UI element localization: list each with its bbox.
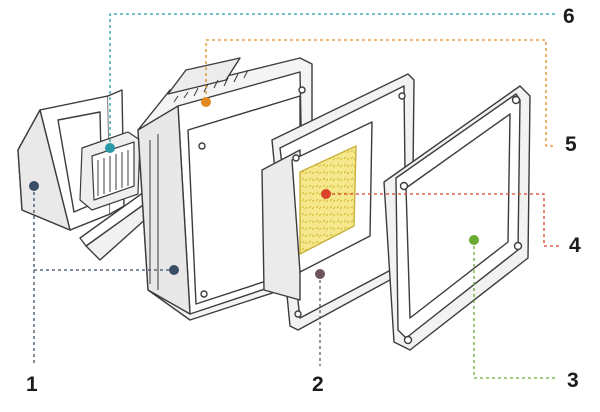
callout-dot-1b — [169, 265, 179, 275]
callout-dot-6 — [105, 143, 115, 153]
callout-line-6 — [109, 13, 556, 148]
driver-module — [79, 131, 141, 211]
callout-dots — [29, 97, 479, 279]
callout-label-6: 6 — [563, 5, 575, 28]
callout-label-5: 5 — [565, 133, 577, 156]
reflector-led-part — [261, 73, 415, 331]
callout-line-3 — [473, 240, 558, 379]
callout-dot-3 — [469, 235, 479, 245]
callout-dot-5 — [201, 97, 211, 107]
callout-line-4 — [326, 193, 560, 247]
callout-dot-4 — [321, 189, 331, 199]
callout-label-3: 3 — [567, 369, 579, 392]
front-glass-frame-part — [383, 85, 531, 351]
callout-leaders — [33, 13, 560, 379]
callout-line-1 — [33, 186, 170, 366]
callout-dot-2 — [315, 269, 325, 279]
callout-label-4: 4 — [569, 234, 581, 257]
callout-label-1: 1 — [26, 373, 38, 396]
callout-label-2: 2 — [312, 373, 324, 396]
callout-dot-1a — [29, 181, 39, 191]
